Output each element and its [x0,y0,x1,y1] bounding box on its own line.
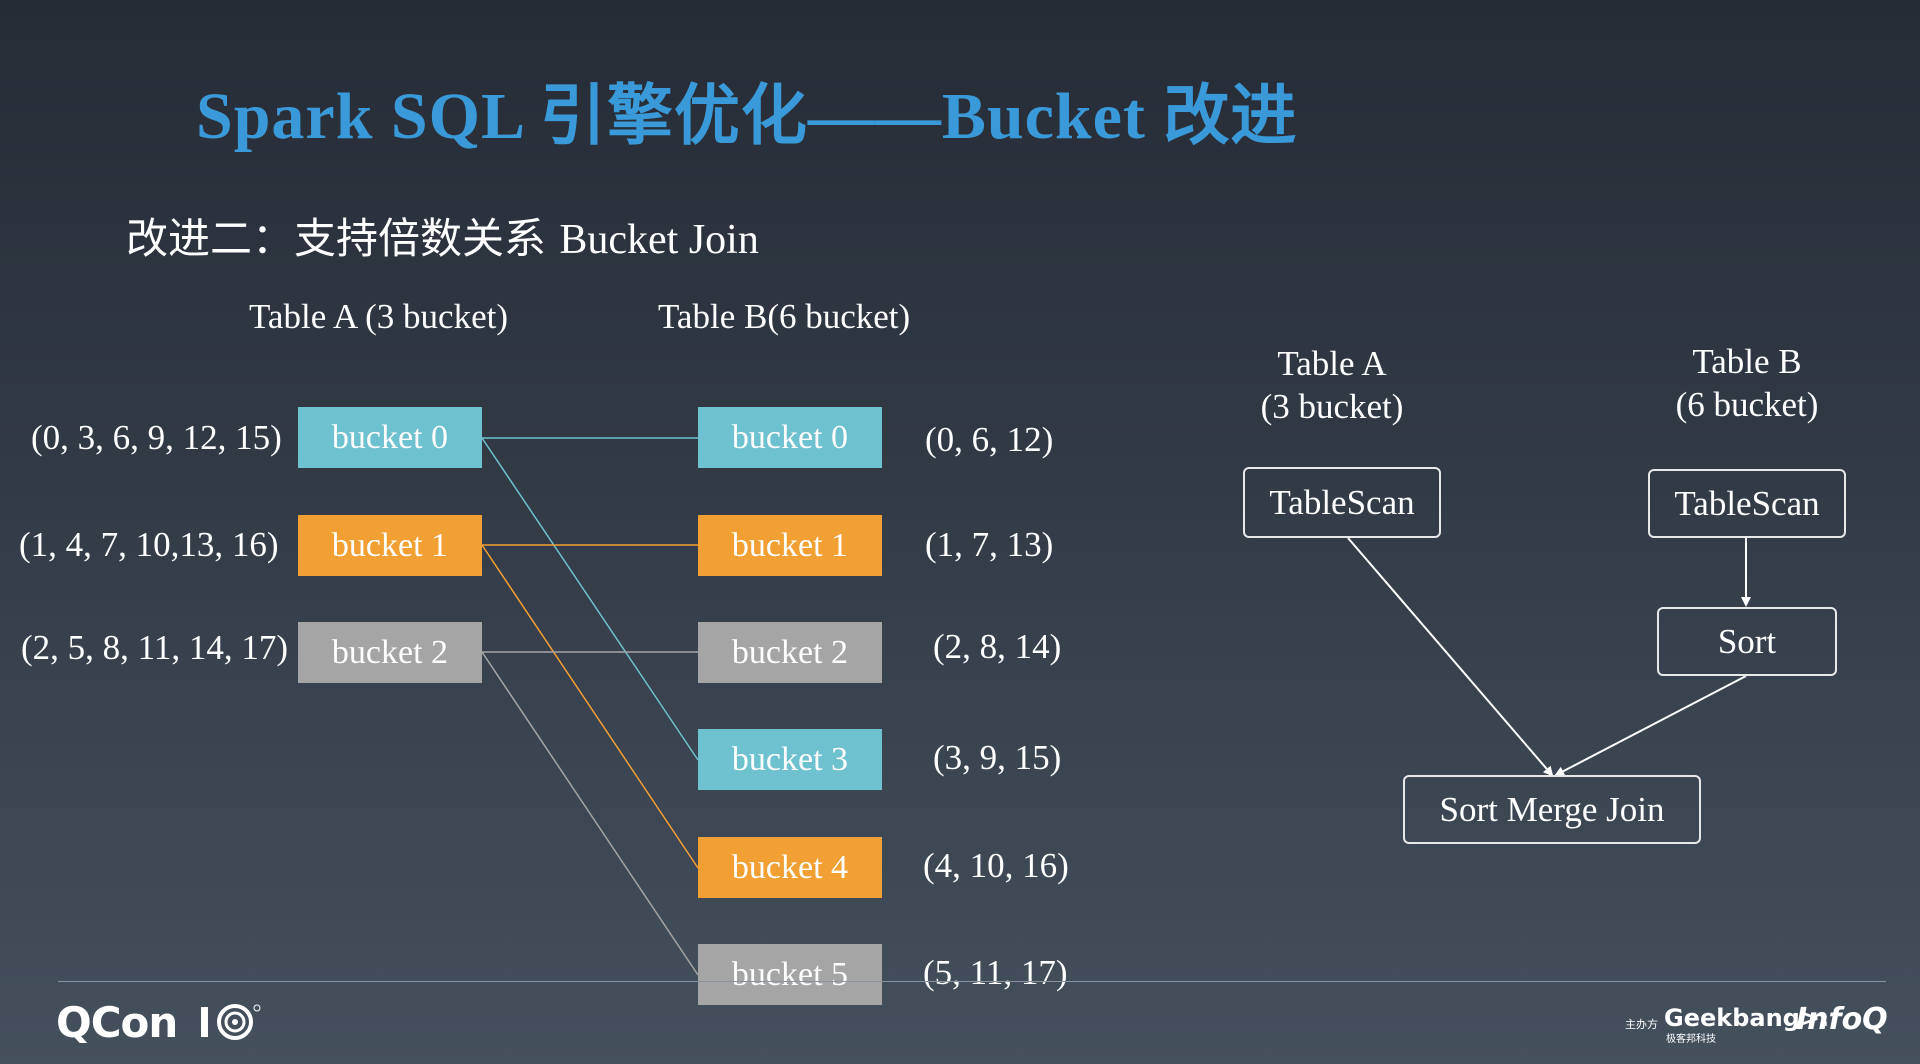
link-a1-b4 [481,544,699,869]
link-a2-b5 [481,651,699,976]
table-b-bucket-values: (0, 6, 12) [925,420,1054,459]
slide-subtitle: 改进二：支持倍数关系 Bucket Join [126,205,759,266]
title-part: 引擎优化 [539,77,808,154]
plan-node-tablescan-a: TableScan [1243,467,1441,538]
table-b-bucket-3: bucket 3 [698,729,882,790]
plan-heading-line: Table A [1277,344,1387,383]
slide-title: Spark SQL 引擎优化——Bucket 改进 [196,62,1297,158]
footer-divider [58,981,1886,982]
qcon-10-icon [200,1004,261,1040]
plan-table-b-heading: Table B (6 bucket) [1657,340,1837,426]
table-b-bucket-1: bucket 1 [698,515,882,576]
plan-heading-line: (6 bucket) [1675,385,1819,424]
subtitle-part: 改进二：支持倍数关系 [126,214,560,263]
geekbang-sub: 极客邦科技 [1666,1034,1716,1045]
plan-table-a-heading: Table A (3 bucket) [1242,342,1422,428]
table-b-bucket-values: (1, 7, 13) [925,525,1054,564]
link-a0-b3 [481,437,699,761]
table-b-bucket-values: (3, 9, 15) [933,738,1062,777]
table-b-bucket-4: bucket 4 [698,837,882,898]
table-b-heading: Table B(6 bucket) [658,297,911,336]
title-part: 改进 [1163,77,1298,154]
subtitle-part: Bucket Join [559,217,759,263]
organizer-label: 主办方 [1625,1018,1658,1031]
title-part: —— [807,80,942,153]
plan-node-sort-merge-join: Sort Merge Join [1403,775,1701,844]
title-part: Bucket [941,80,1164,153]
table-a-bucket-values: (2, 5, 8, 11, 14, 17) [21,628,289,667]
geekbang-logo: Geekbang>. [1664,1004,1830,1032]
table-b-bucket-values: (5, 11, 17) [923,953,1068,992]
edge-scan-a-to-join [1347,537,1554,777]
edge-sort-to-join [1554,675,1747,776]
infoq-logo: InfoQ [1796,1002,1888,1037]
plan-node-sort: Sort [1657,607,1837,676]
table-b-bucket-2: bucket 2 [698,622,882,683]
table-b-bucket-values: (2, 8, 14) [933,627,1062,666]
table-a-bucket-0: bucket 0 [298,407,482,468]
table-a-bucket-values: (1, 4, 7, 10,13, 16) [19,525,279,564]
title-part: Spark SQL [196,80,540,153]
table-b-bucket-values: (4, 10, 16) [923,846,1069,885]
table-a-heading: Table A (3 bucket) [249,297,508,336]
table-b-bucket-5: bucket 5 [698,944,882,1005]
qcon-logo: QCon [56,998,265,1047]
plan-heading-line: Table B [1692,342,1802,381]
table-a-bucket-2: bucket 2 [298,622,482,683]
table-b-bucket-0: bucket 0 [698,407,882,468]
plan-heading-line: (3 bucket) [1260,387,1404,426]
qcon-logo-text: QCon [56,998,178,1047]
table-a-bucket-1: bucket 1 [298,515,482,576]
table-a-bucket-values: (0, 3, 6, 9, 12, 15) [31,418,282,457]
plan-node-tablescan-b: TableScan [1648,469,1846,538]
